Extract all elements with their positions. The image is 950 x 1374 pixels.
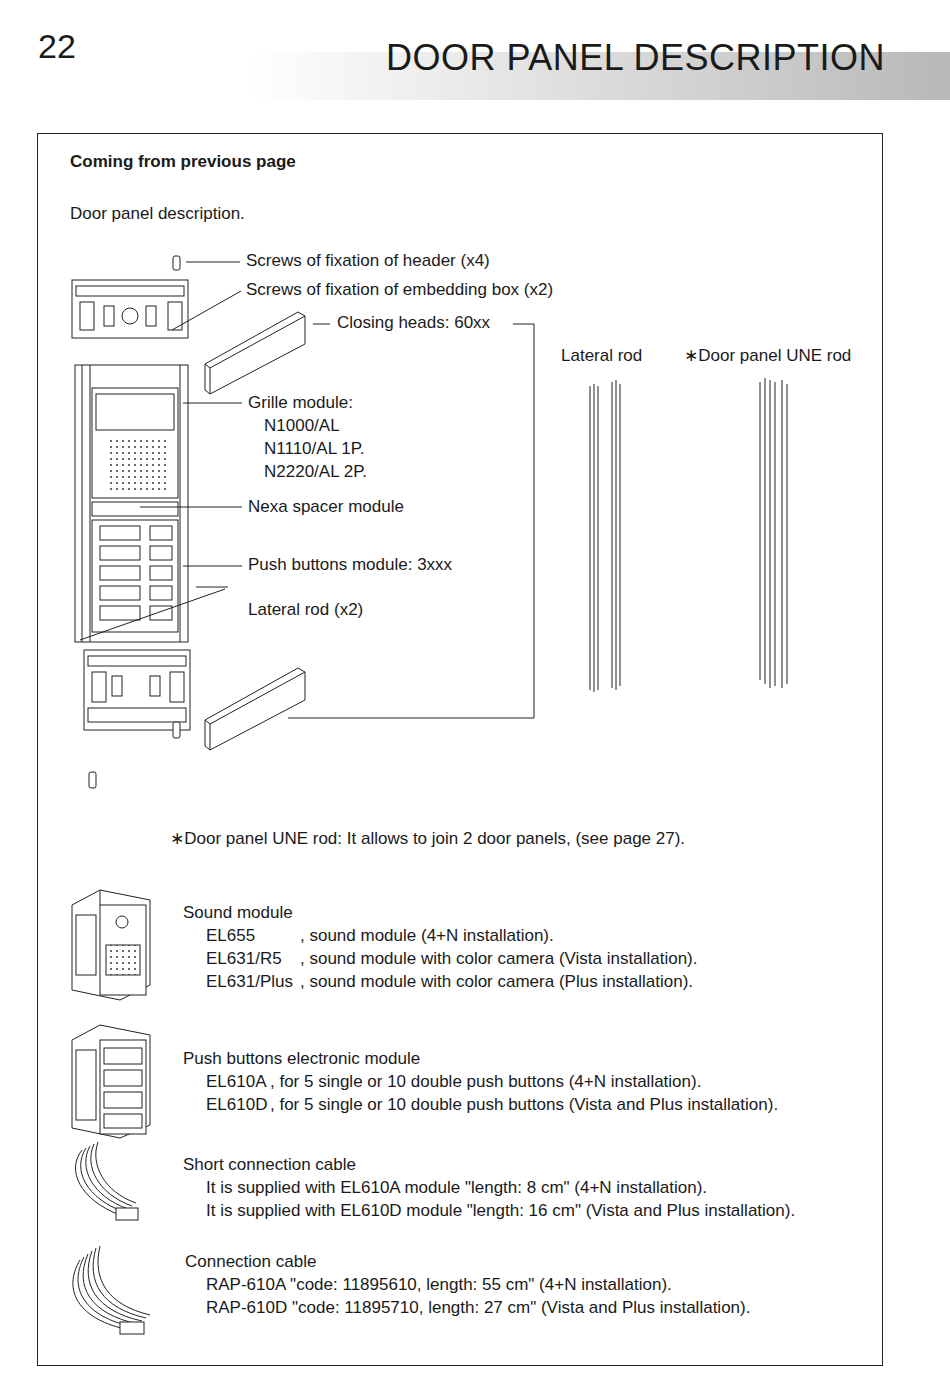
part-label: Closing heads: 60xx <box>337 313 490 333</box>
section-intro: Door panel description. <box>70 204 245 224</box>
model-code: N1110/AL 1P. <box>264 439 365 459</box>
part-label: Lateral rod (x2) <box>248 600 363 620</box>
rod-drawing <box>590 378 787 692</box>
continuation-note: Coming from previous page <box>70 152 296 172</box>
component-heading: Sound module <box>183 903 293 923</box>
leader-lines <box>80 262 534 718</box>
page-number: 22 <box>38 28 76 65</box>
model-code: N2220/AL 2P. <box>264 462 367 482</box>
component-description: It is supplied with EL610A module "lengt… <box>206 1178 707 1198</box>
model-code: EL655 <box>206 926 255 946</box>
component-description: , for 5 single or 10 double push buttons… <box>270 1072 701 1092</box>
component-description: RAP-610A "code: 11895610, length: 55 cm"… <box>206 1275 672 1295</box>
part-label: ∗Door panel UNE rod <box>684 346 851 366</box>
part-label: Nexa spacer module <box>248 497 404 517</box>
part-label: Screws of fixation of embedding box (x2) <box>246 280 553 300</box>
footnote: ∗Door panel UNE rod: It allows to join 2… <box>170 829 685 849</box>
page-title: DOOR PANEL DESCRIPTION <box>386 38 885 78</box>
component-description: , for 5 single or 10 double push buttons… <box>270 1095 778 1115</box>
component-heading: Push buttons electronic module <box>183 1049 420 1069</box>
component-heading: Connection cable <box>185 1252 316 1272</box>
part-label: Screws of fixation of header (x4) <box>246 251 490 271</box>
model-code: EL610D <box>206 1095 267 1115</box>
component-description: , sound module with color camera (Vista … <box>300 949 697 969</box>
part-label: Push buttons module: 3xxx <box>248 555 452 575</box>
part-label: Grille module: <box>248 393 353 413</box>
cable-icons <box>73 1142 150 1334</box>
component-description: , sound module (4+N installation). <box>300 926 554 946</box>
model-code: N1000/AL <box>264 416 340 436</box>
door-panel-drawing <box>72 256 305 788</box>
component-heading: Short connection cable <box>183 1155 356 1175</box>
model-code: EL610A <box>206 1072 267 1092</box>
model-code: EL631/R5 <box>206 949 282 969</box>
module-icons <box>72 890 150 1138</box>
part-label: Lateral rod <box>561 346 642 366</box>
component-description: RAP-610D "code: 11895710, length: 27 cm"… <box>206 1298 750 1318</box>
component-description: , sound module with color camera (Plus i… <box>300 972 693 992</box>
model-code: EL631/Plus <box>206 972 293 992</box>
component-description: It is supplied with EL610D module "lengt… <box>206 1201 795 1221</box>
